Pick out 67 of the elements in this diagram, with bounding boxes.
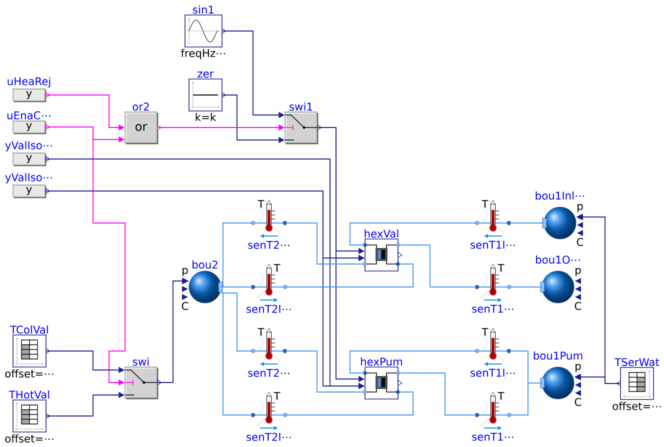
- parameter-text: offset=⋯: [5, 369, 54, 378]
- port-label: C: [576, 238, 584, 246]
- port-label: p: [576, 364, 581, 372]
- port-label: p: [576, 268, 581, 276]
- connector-line: [508, 222, 544, 224]
- component-name: bou1O⋯: [536, 255, 580, 264]
- component-name: sin1: [193, 5, 214, 14]
- component-name: bou1Inl⋯: [536, 191, 584, 200]
- component-name: senT1I⋯: [470, 368, 515, 377]
- connector-line: [508, 382, 542, 416]
- component-name: swi1: [290, 102, 312, 111]
- port-label: T: [274, 392, 280, 400]
- port-label: C: [182, 302, 188, 310]
- port-label: T: [498, 264, 504, 272]
- component-name: senT1⋯: [472, 304, 514, 313]
- component-name: THotVal: [8, 390, 50, 399]
- connector-line: [220, 286, 254, 288]
- component-name: senT1I⋯: [470, 240, 515, 249]
- input-block: y: [12, 88, 50, 102]
- connector-line: [398, 372, 478, 416]
- port-label: T: [482, 328, 488, 336]
- port-label: T: [258, 328, 264, 336]
- connector-line: [284, 392, 414, 416]
- input-block: y: [12, 120, 50, 134]
- component-name: bou2: [192, 260, 218, 269]
- connector-line: [284, 264, 414, 288]
- port-label: T: [258, 200, 264, 208]
- port-label: T: [498, 392, 504, 400]
- component-name: hexPum: [361, 357, 402, 366]
- connector-line: [398, 244, 478, 288]
- component-name: senT2I⋯: [246, 304, 291, 313]
- component-name: TSerWat: [614, 358, 660, 366]
- connector-line: [508, 286, 542, 288]
- connector-line: [284, 350, 366, 392]
- connector-line: [284, 222, 366, 264]
- port-label: p: [182, 268, 188, 276]
- component-name: yValIso⋯: [5, 173, 52, 184]
- component-name: uEnaC⋯: [7, 111, 50, 120]
- input-block: y: [12, 184, 50, 198]
- component-name: zer: [198, 72, 214, 78]
- port-label: C: [574, 302, 582, 310]
- or-gate-block: or: [124, 112, 162, 144]
- connector-line: [220, 292, 254, 416]
- component-name: senT2⋯: [248, 240, 290, 249]
- component-name: senT2⋯: [248, 368, 290, 377]
- component-name: or2: [132, 102, 149, 111]
- parameter-text: k=k: [196, 112, 216, 121]
- component-name: TColVal: [10, 325, 48, 334]
- parameter-text: offset=⋯: [612, 402, 661, 410]
- component-name: senT2I⋯: [246, 432, 291, 441]
- connector-line: [220, 292, 254, 352]
- connector-line: [350, 350, 478, 374]
- port-label: T: [482, 200, 488, 208]
- port-label: C: [574, 398, 582, 406]
- component-name: uHeaRej: [8, 77, 50, 88]
- port-label: p: [578, 204, 583, 212]
- parameter-text: offset=⋯: [5, 434, 54, 443]
- port-label: T: [274, 264, 280, 272]
- component-name: yValIso⋯: [5, 141, 52, 152]
- component-name: bou1Pum: [534, 351, 582, 360]
- input-block: y: [12, 152, 50, 166]
- connector-line: [220, 222, 254, 288]
- component-name: hexVal: [364, 229, 398, 238]
- component-name: senT1⋯: [472, 432, 514, 441]
- component-name: swi: [132, 357, 149, 366]
- parameter-text: freqHz⋯: [180, 48, 226, 60]
- connector-line: [350, 222, 478, 246]
